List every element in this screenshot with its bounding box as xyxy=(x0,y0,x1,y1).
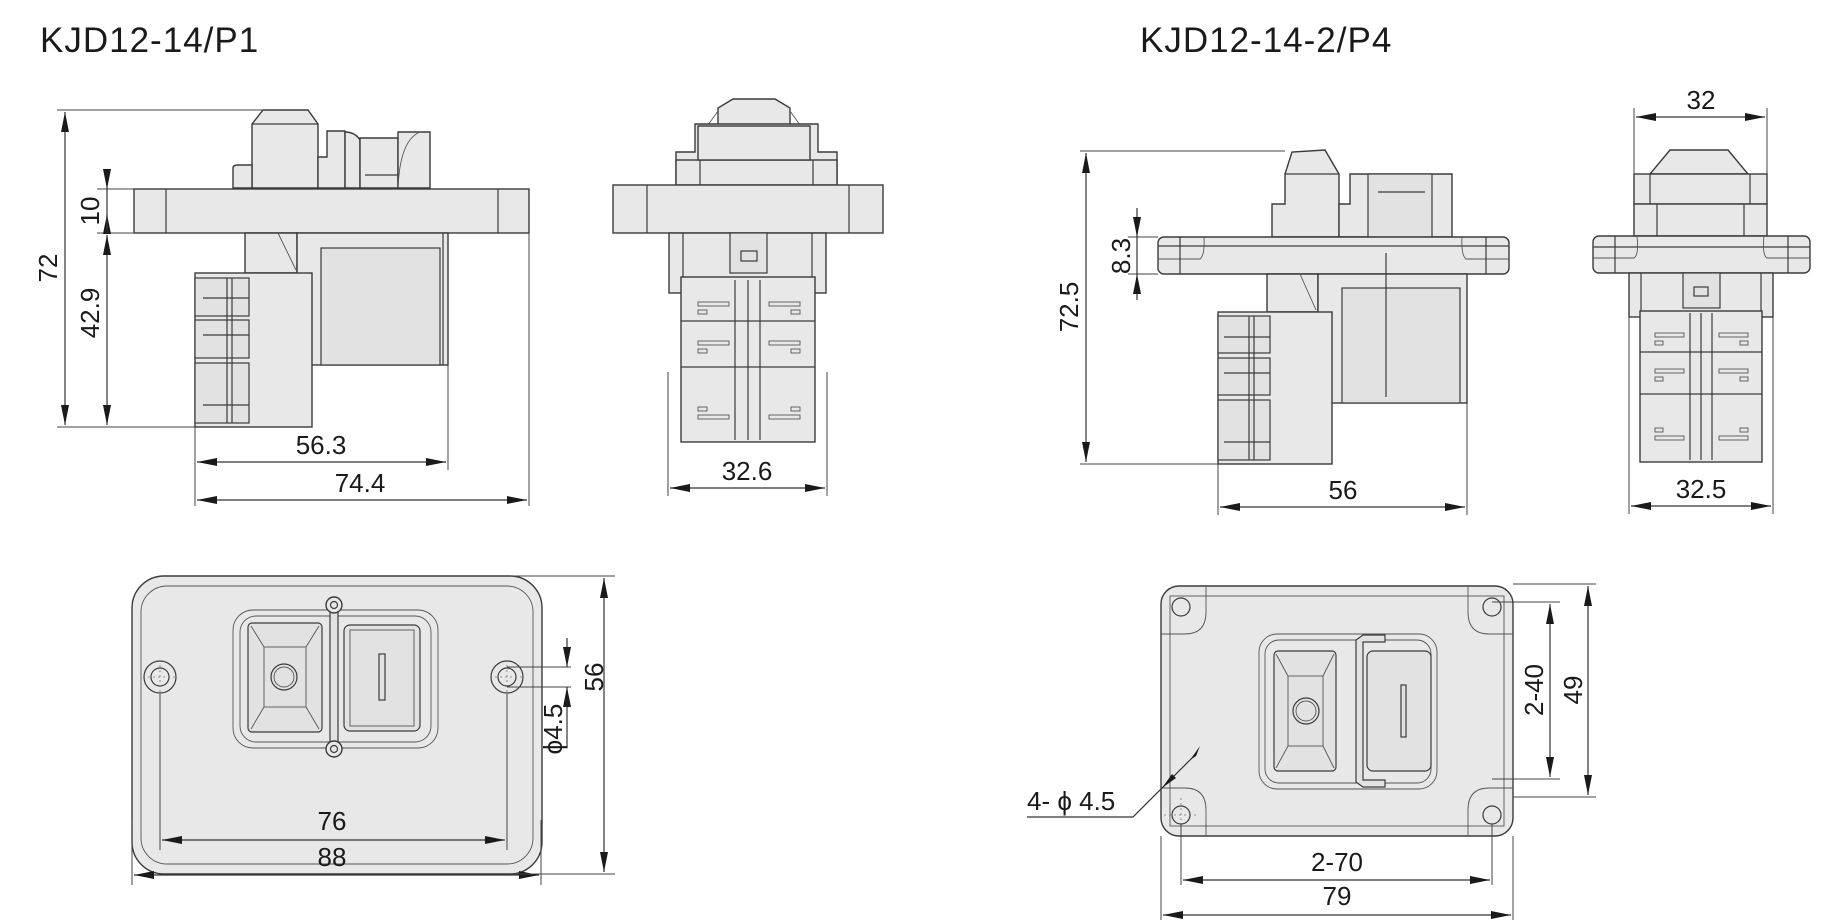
p4-dim-flange-thickness: 8.3 xyxy=(1106,238,1136,274)
p1-dim-overall-height: 72 xyxy=(33,254,63,283)
p1-side-flange xyxy=(133,188,530,234)
p4-on-button xyxy=(1366,650,1432,772)
p4-mounting-hole-tl xyxy=(1171,597,1191,617)
p1-dim-hole-diameter: ϕ4.5 xyxy=(538,704,568,755)
p4-mounting-hole-tr xyxy=(1482,597,1502,617)
model-title-p1: KJD12-14/P1 xyxy=(40,21,259,60)
p1-side-terminal-housing xyxy=(359,137,399,189)
p1-front-view: 32.6 xyxy=(612,98,884,496)
p4-side-button-cap xyxy=(1271,149,1340,238)
p4-front-view: 32 32.5 xyxy=(1592,85,1811,514)
p4-dim-hole-spacing-x: 2-70 xyxy=(1311,847,1363,877)
p1-dim-plate-height: 56 xyxy=(579,663,609,692)
p1-dim-body-depth: 56.3 xyxy=(296,430,347,460)
p4-dim-top-width: 32 xyxy=(1687,85,1716,115)
p4-side-terminal-housing xyxy=(1367,173,1433,238)
p4-dim-overall-height: 72.5 xyxy=(1054,282,1084,333)
p4-side-flange xyxy=(1157,236,1510,275)
p1-off-button-symbol xyxy=(270,663,298,691)
p4-dim-plate-width: 79 xyxy=(1323,881,1352,911)
p1-on-button xyxy=(343,624,421,732)
p4-dim-hole-spec: 4- ϕ 4.5 xyxy=(1027,786,1115,816)
p1-on-button-symbol xyxy=(378,653,386,701)
p1-side-button-cap xyxy=(251,109,319,189)
p4-off-button xyxy=(1273,650,1337,772)
p1-dim-overall-depth: 74.4 xyxy=(335,468,386,498)
p4-dim-plate-height: 49 xyxy=(1558,676,1588,705)
p1-front-button-cap xyxy=(717,98,791,127)
p4-dim-front-width: 32.5 xyxy=(1676,474,1727,504)
p4-off-button-symbol xyxy=(1292,697,1320,725)
p4-mounting-plate xyxy=(1160,585,1514,837)
p4-dim-hole-spacing-y: 2-40 xyxy=(1519,664,1549,716)
p4-hole-leader xyxy=(1027,752,1198,818)
p1-dim-hole-spacing: 76 xyxy=(318,806,347,836)
p1-off-button xyxy=(247,622,323,733)
p1-dim-plate-width: 88 xyxy=(318,842,347,872)
p4-on-button-symbol xyxy=(1400,684,1407,738)
p1-dim-below-flange: 42.9 xyxy=(75,288,105,339)
p4-front-button-cap xyxy=(1648,149,1750,175)
p4-top-view: 2-70 79 2-40 49 4- ϕ 4.5 xyxy=(1027,583,1596,920)
p1-dim-front-width: 32.6 xyxy=(722,456,773,486)
p4-front-flange xyxy=(1592,235,1811,274)
p1-top-view: 76 88 56 ϕ4.5 xyxy=(131,575,615,885)
p4-side-view: 72.5 8.3 56 xyxy=(1054,149,1510,515)
p1-front-flange xyxy=(612,184,884,234)
p1-side-view: 72 10 42.9 56.3 74.4 xyxy=(33,109,530,506)
model-title-p4: KJD12-14-2/P4 xyxy=(1140,21,1392,60)
p1-dim-flange-thickness: 10 xyxy=(75,197,105,226)
p4-dim-overall-depth: 56 xyxy=(1329,475,1358,505)
